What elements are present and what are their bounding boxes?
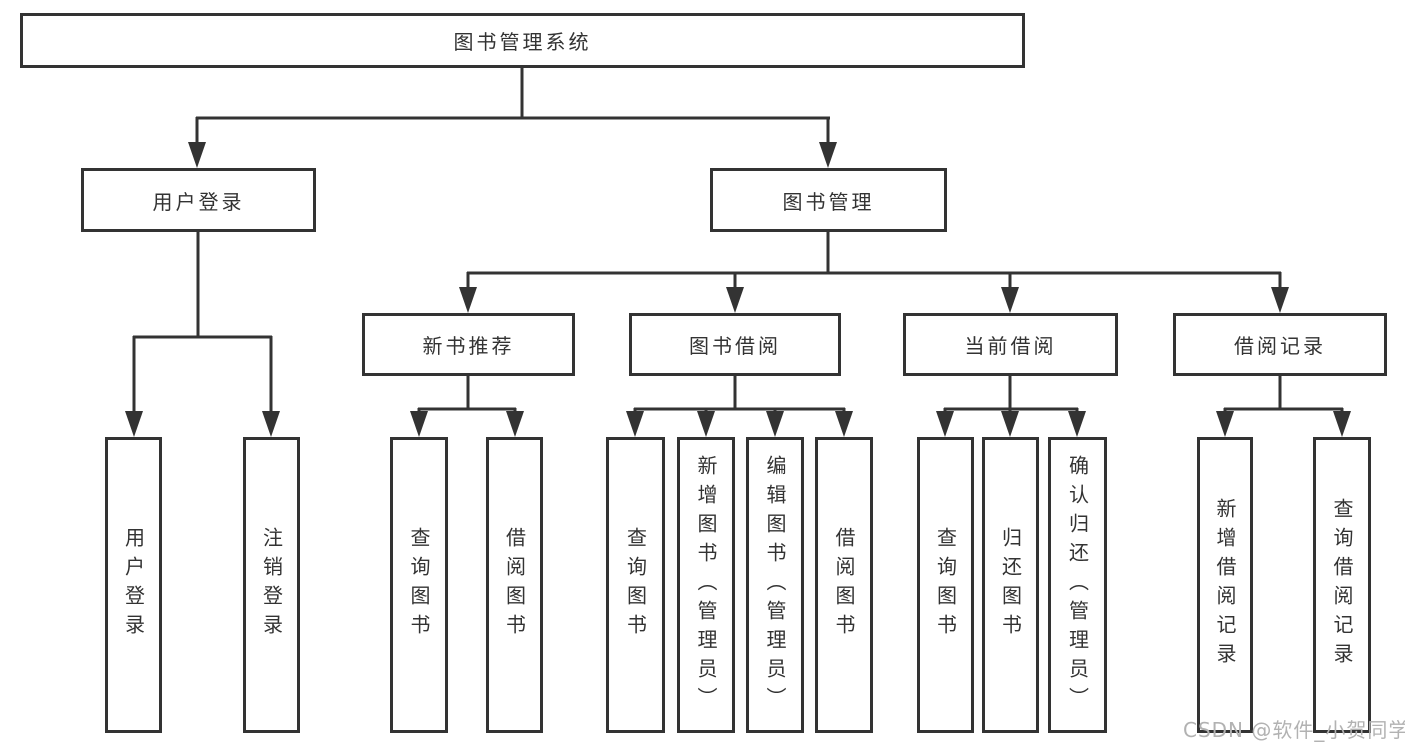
csdn-watermark: CSDN @软件_小贺同学 <box>1183 718 1405 742</box>
leaf-query-books-recommend: 查询图书 <box>390 437 448 733</box>
node-label: 确认归还（管理员） <box>1065 454 1090 716</box>
node-book-borrow: 图书借阅 <box>629 313 841 376</box>
node-label: 新书推荐 <box>422 334 515 358</box>
node-label: 图书借阅 <box>689 334 781 358</box>
node-label: 注销登录 <box>259 527 284 643</box>
leaf-query-books-borrow: 查询图书 <box>606 437 665 733</box>
node-current-borrow: 当前借阅 <box>903 313 1118 376</box>
arrow-down-icon <box>1271 287 1289 313</box>
arrowheads <box>125 142 1351 437</box>
node-label: 借阅记录 <box>1234 334 1326 358</box>
leaf-borrow-books-borrow: 借阅图书 <box>815 437 873 733</box>
leaf-confirm-return-admin: 确认归还（管理员） <box>1048 437 1107 733</box>
arrow-down-icon <box>125 411 143 437</box>
arrow-down-icon <box>459 287 477 313</box>
leaf-edit-book-admin: 编辑图书（管理员） <box>746 437 804 733</box>
node-borrow-records: 借阅记录 <box>1173 313 1387 376</box>
node-user-login: 用户登录 <box>81 168 316 232</box>
arrow-down-icon <box>626 411 644 437</box>
node-label: 图书管理 <box>782 189 875 214</box>
arrow-down-icon <box>835 411 853 437</box>
node-label: 当前借阅 <box>964 334 1057 358</box>
arrow-down-icon <box>1333 411 1351 437</box>
arrow-down-icon <box>410 411 428 437</box>
arrow-down-icon <box>188 142 206 168</box>
node-label: 查询图书 <box>407 527 431 643</box>
node-root: 图书管理系统 <box>20 13 1025 68</box>
arrow-down-icon <box>766 411 784 437</box>
node-book-management: 图书管理 <box>710 168 947 232</box>
node-new-book-recommend: 新书推荐 <box>362 313 575 376</box>
node-label: 编辑图书（管理员） <box>763 454 787 716</box>
node-label: 归还图书 <box>998 527 1023 643</box>
node-label: 用户登录 <box>121 527 146 643</box>
node-label: 用户登录 <box>152 189 245 214</box>
node-label: 图书管理系统 <box>453 30 592 54</box>
node-label: 借阅图书 <box>502 527 527 643</box>
leaf-user-login: 用户登录 <box>105 437 162 733</box>
node-label: 新增借阅记录 <box>1213 498 1237 672</box>
arrow-down-icon <box>936 411 954 437</box>
leaf-logout: 注销登录 <box>243 437 300 733</box>
arrow-down-icon <box>1216 411 1234 437</box>
leaf-return-book: 归还图书 <box>982 437 1039 733</box>
arrow-down-icon <box>726 287 744 313</box>
arrow-down-icon <box>506 411 524 437</box>
leaf-query-books-current: 查询图书 <box>917 437 974 733</box>
arrow-down-icon <box>697 411 715 437</box>
arrow-down-icon <box>1001 287 1019 313</box>
node-label: 查询图书 <box>623 527 648 643</box>
node-label: 新增图书（管理员） <box>694 454 718 716</box>
leaf-add-book-admin: 新增图书（管理员） <box>677 437 735 733</box>
arrow-down-icon <box>1068 411 1086 437</box>
arrow-down-icon <box>1001 411 1019 437</box>
arrow-down-icon <box>262 411 280 437</box>
arrow-down-icon <box>819 142 837 168</box>
node-label: 查询借阅记录 <box>1330 498 1354 672</box>
leaf-query-borrow-record: 查询借阅记录 <box>1313 437 1371 733</box>
node-label: 借阅图书 <box>832 527 856 643</box>
leaf-borrow-books-recommend: 借阅图书 <box>486 437 543 733</box>
node-label: 查询图书 <box>933 527 958 643</box>
leaf-add-borrow-record: 新增借阅记录 <box>1197 437 1253 733</box>
